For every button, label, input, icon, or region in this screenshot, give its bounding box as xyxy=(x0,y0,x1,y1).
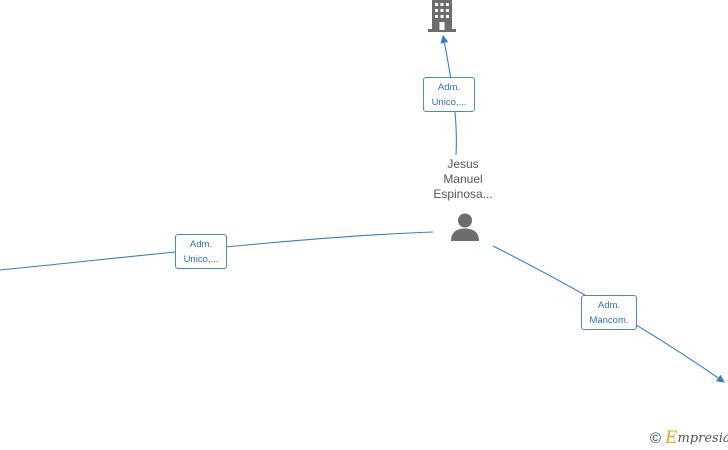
person-icon[interactable] xyxy=(450,212,480,242)
edge-label-line: Adm. xyxy=(597,300,621,311)
person-name-line: Manuel xyxy=(443,172,483,186)
edge-label-line: Adm. xyxy=(189,239,213,250)
edge-label-to-bottom-right[interactable]: Adm. Mancom. xyxy=(581,295,637,330)
brand-initial: E xyxy=(665,428,678,448)
edge-label-to-company-top[interactable]: Adm. Unico,... xyxy=(423,77,475,112)
copyright-symbol: © xyxy=(650,429,662,447)
person-name-line: Espinosa... xyxy=(433,187,493,201)
edge-label-line: Unico,... xyxy=(431,97,467,108)
brand-name: mpresia xyxy=(677,430,728,446)
empresia-watermark: © E mpresia xyxy=(650,428,728,448)
edge-label-line: Unico,... xyxy=(183,254,219,265)
edge-label-to-left[interactable]: Adm. Unico,... xyxy=(175,234,227,269)
building-icon[interactable] xyxy=(426,0,458,32)
edge-label-line: Adm. xyxy=(437,82,461,93)
person-name[interactable]: Jesus Manuel Espinosa... xyxy=(423,157,503,202)
person-name-line: Jesus xyxy=(447,157,479,171)
edge-label-line: Mancom. xyxy=(589,315,629,326)
